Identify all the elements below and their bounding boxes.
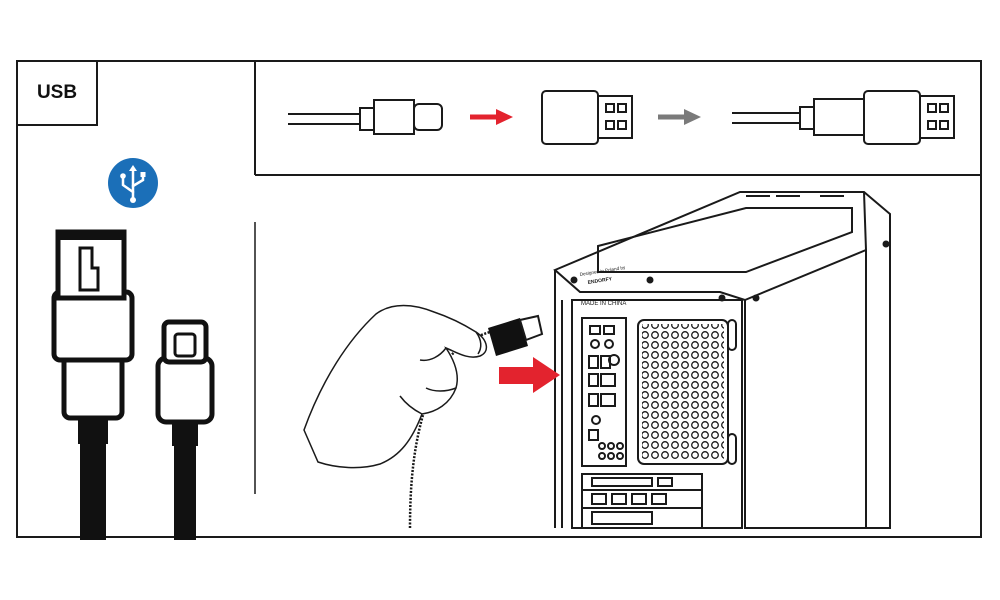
made-in-label: MADE IN CHINA — [581, 301, 626, 307]
usb-a-adapter — [541, 90, 633, 145]
brand-label: ENDORFY — [587, 276, 613, 286]
cable-type-c-plug — [288, 99, 443, 135]
arrow-right-icon — [499, 357, 560, 393]
svg-text:Designed in Poland by: Designed in Poland by — [579, 265, 626, 277]
panel-dividers — [254, 60, 982, 494]
arrow-right-icon — [470, 109, 513, 125]
hand — [303, 304, 488, 469]
diagram-frame: USB — [16, 60, 982, 538]
fan-grille-mesh — [642, 324, 724, 460]
usb-label-box: USB — [18, 62, 98, 126]
pc-case — [553, 191, 891, 529]
arrow-right-icon — [658, 109, 701, 125]
usb-c-plug-vertical — [155, 319, 215, 540]
usb-label-text: USB — [36, 82, 78, 103]
usb-a-adapter-vertical — [51, 229, 135, 540]
joined-cable-adapter — [732, 90, 955, 145]
usb-symbol-icon — [108, 158, 158, 208]
